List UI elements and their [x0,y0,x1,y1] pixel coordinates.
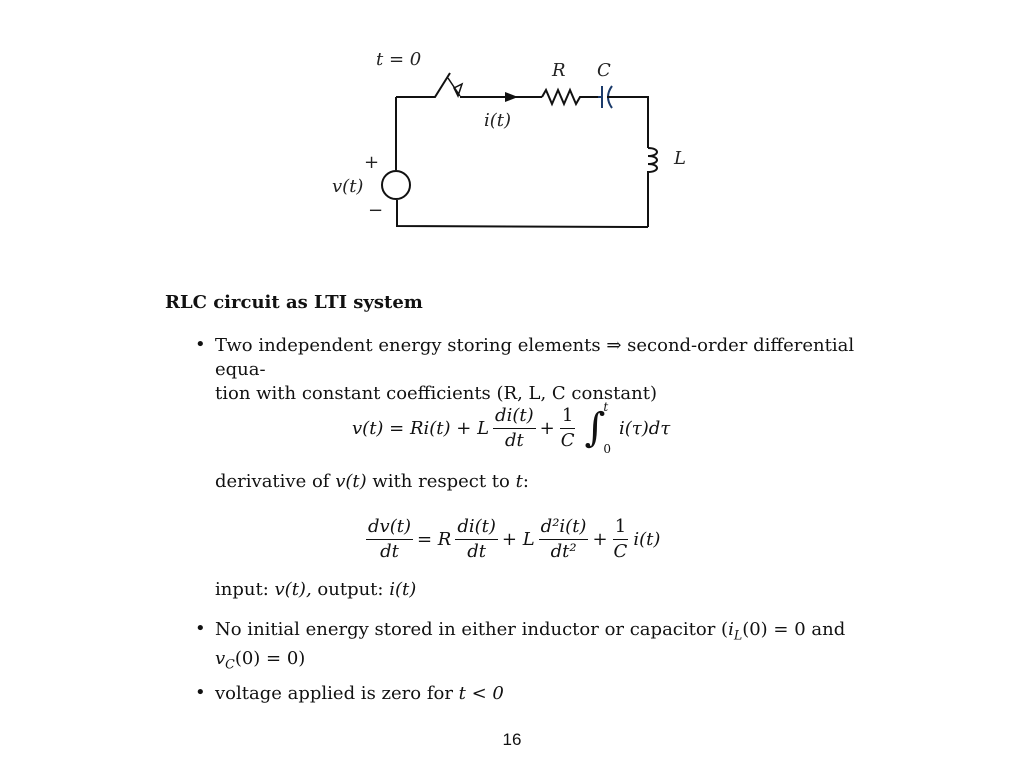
bullet-1-text: Two independent energy storing elements … [215,334,865,406]
io-line: input: v(t), output: i(t) [215,578,416,602]
current-label: i(t) [484,110,511,131]
bullet-1-line-1: Two independent energy storing elements … [215,335,855,380]
page-number: 16 [502,730,522,749]
switch [447,77,464,98]
bullet-2-text: No initial energy stored in either induc… [215,618,855,677]
eq2-plus-l: + L [501,528,535,550]
eq2-tail: i(t) [633,528,661,550]
bullet-3-label: voltage applied is zero for [215,683,453,704]
eq2-r-denominator: dt [467,540,486,562]
eq1-frac1-numerator: di(t) [493,405,536,429]
eq2-c-denominator: C [613,540,628,562]
io-input-var: v(t), [274,579,312,600]
minus-sign: − [368,200,383,221]
bullet-2-text-b: (0) = 0 and [742,619,846,640]
bullet-3-condition: t < 0 [458,683,504,704]
eq2-fraction-d2idt2: d²i(t) dt² [538,516,589,562]
bullet-2-text-c: (0) = 0) [234,648,306,670]
eq2-plus: + [592,528,608,550]
voltage-source [381,170,411,200]
io-output-var: i(t) [389,579,417,600]
eq2-c-numerator: 1 [612,516,629,540]
integral-lower-limit: 0 [603,442,611,456]
eq1-lhs: v(t) = Ri(t) + L [352,417,490,439]
equation-1: v(t) = Ri(t) + L di(t) dt + 1 C ∫ t 0 i(… [352,396,670,460]
section-title: RLC circuit as LTI system [165,292,423,313]
eq1-frac2-denominator: C [560,429,575,451]
eq1-frac2-numerator: 1 [559,405,576,429]
wire-bottom [396,200,649,228]
eq2-fraction-dvdt: dv(t) dt [366,516,413,562]
bullet-2-text-a: No initial energy stored in either induc… [215,619,729,640]
io-input-label: input: [215,579,269,600]
resistor [541,87,598,107]
il-symbol: i [728,619,734,640]
eq2-l-numerator: d²i(t) [538,516,589,540]
eq2-l-denominator: dt² [550,540,577,562]
rlc-circuit-diagram: t = 0 R C L i(t) v(t) + − [332,49,686,228]
bullet-2-line-2: vC(0) = 0) [215,647,855,676]
bullet-2-line-1: No initial energy stored in either induc… [215,618,855,647]
wire-left-top [396,72,451,98]
integral-upper-limit: t [603,400,609,414]
wire-right [607,96,649,148]
resistor-label: R [551,60,566,81]
il-subscript: L [733,627,743,643]
eq2-equals-r: = R [416,528,452,550]
derivative-colon: : [522,471,529,492]
derivative-t: t [515,471,523,492]
inductor [647,147,658,227]
eq1-integrand: i(τ)dτ [618,417,671,439]
eq2-lhs-denominator: dt [380,540,399,562]
bullet-1-symbol: • [195,334,206,355]
eq2-lhs-numerator: dv(t) [366,516,413,540]
eq2-r-numerator: di(t) [455,516,498,540]
eq1-fraction-1-over-c: 1 C [559,405,577,451]
inductor-label: L [673,148,686,169]
derivative-prefix: derivative of [215,471,330,492]
switch-label: t = 0 [376,49,421,70]
plus-sign: + [364,152,379,173]
bullet-1-line-2: tion with constant coefficients (R, L, C… [215,383,657,404]
eq1-frac1-denominator: dt [504,429,524,451]
eq1-integral: ∫ t 0 [584,400,610,456]
bullet-3-text: voltage applied is zero for t < 0 [215,682,504,706]
current-arrow [505,92,518,102]
eq2-fraction-1-over-c: 1 C [612,516,630,562]
vc-subscript: C [225,656,235,672]
vc-symbol: v [215,648,226,670]
eq2-fraction-didt: di(t) dt [455,516,498,562]
derivative-line: derivative of v(t) with respect to t: [215,470,529,494]
equation-2: dv(t) dt = R di(t) dt + L d²i(t) dt² + 1… [362,512,660,566]
eq1-fraction-didt: di(t) dt [493,405,536,451]
derivative-middle: with respect to [372,471,510,492]
bullet-3-symbol: • [195,682,206,703]
integral-sign: ∫ [584,405,606,451]
derivative-var: v(t) [335,471,367,492]
eq1-plus: + [539,417,555,439]
bullet-2-symbol: • [195,618,206,639]
source-label: v(t) [332,176,363,197]
io-output-label: output: [317,579,384,600]
capacitor-label: C [597,60,611,81]
